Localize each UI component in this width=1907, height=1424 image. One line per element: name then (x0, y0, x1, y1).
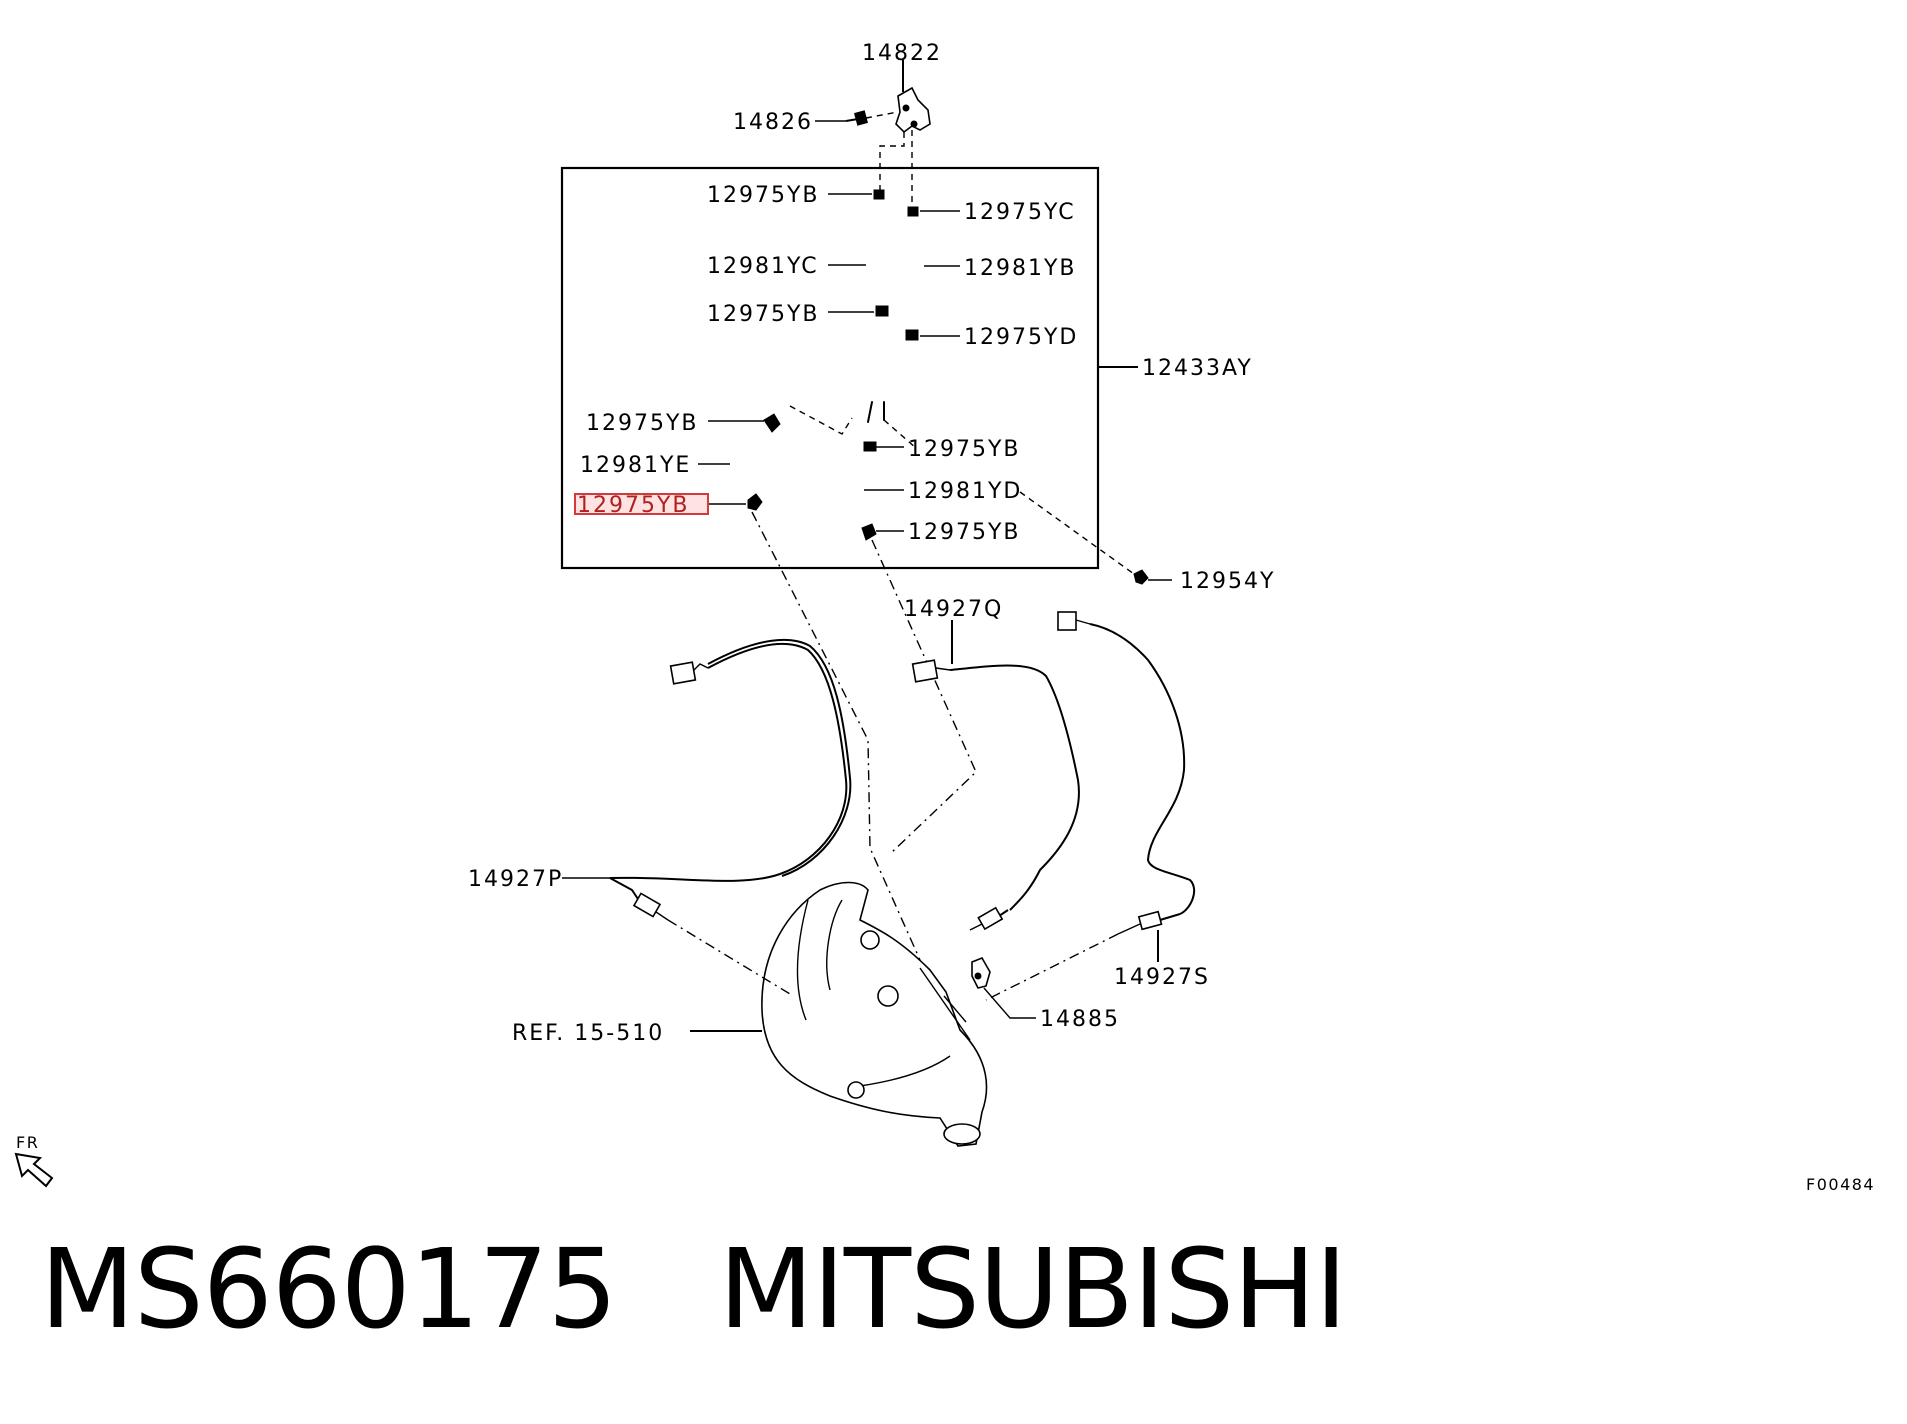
front-arrow-icon (14, 1152, 54, 1188)
clamp-12975YB-highlighted[interactable] (747, 493, 763, 511)
sensor-14927Q[interactable] (911, 659, 1080, 931)
label-12954Y[interactable]: 12954Y (1180, 569, 1275, 594)
label-12981YE[interactable]: 12981YE (580, 453, 691, 478)
label-12975YB-6[interactable]: 12975YB (908, 520, 1021, 545)
bolt-14826[interactable] (845, 110, 868, 126)
clamp-12975YB-upper[interactable] (873, 189, 885, 200)
label-12975YB-highlighted[interactable]: 12975YB (577, 493, 690, 518)
clamp-12975YB-left[interactable] (763, 413, 781, 433)
hose-12981YD[interactable] (848, 475, 867, 503)
label-12981YD[interactable]: 12981YD (908, 479, 1022, 504)
label-12981YC[interactable]: 12981YC (707, 254, 819, 279)
label-12975YB-2[interactable]: 12975YB (707, 302, 820, 327)
sensor-14927S[interactable] (1057, 611, 1196, 935)
label-ref-15-510[interactable]: REF. 15-510 (512, 1021, 664, 1046)
highlight-box (574, 493, 709, 515)
hose-12981YB[interactable] (909, 222, 927, 318)
clamp-12975YB-mid[interactable] (875, 305, 889, 317)
label-12975YC[interactable]: 12975YC (964, 200, 1076, 225)
label-14927S[interactable]: 14927S (1114, 965, 1210, 990)
label-12975YB-3[interactable]: 12975YB (586, 411, 699, 436)
clamp-12975YB-right[interactable] (863, 441, 877, 452)
label-14927P[interactable]: 14927P (468, 867, 563, 892)
footer-part-number: MS660175 (40, 1225, 618, 1353)
label-14927Q[interactable]: 14927Q (904, 597, 1003, 622)
clamp-12975YC[interactable] (907, 206, 919, 217)
label-14826[interactable]: 14826 (733, 110, 813, 135)
label-14822[interactable]: 14822 (862, 41, 942, 66)
figure-code: F00484 (1806, 1175, 1875, 1194)
footer-brand: MITSUBISHI (718, 1225, 1348, 1353)
clamp-12975YB-bottom[interactable] (861, 523, 877, 541)
label-12975YB-4[interactable]: 12975YB (908, 437, 1021, 462)
clamp-12975YD[interactable] (905, 329, 919, 341)
label-12433AY[interactable]: 12433AY (1142, 356, 1253, 381)
hose-12981YE[interactable] (732, 445, 749, 483)
label-14885[interactable]: 14885 (1040, 1007, 1120, 1032)
y-pipe[interactable] (850, 344, 910, 423)
clip-12954Y[interactable] (1133, 569, 1149, 585)
label-12981YB[interactable]: 12981YB (964, 256, 1077, 281)
label-12975YD[interactable]: 12975YD (964, 325, 1078, 350)
hose-12981YC[interactable] (869, 202, 882, 293)
catalytic-converter[interactable] (761, 881, 988, 1147)
footer-spacer (617, 1225, 719, 1353)
sensor-14927P[interactable] (609, 638, 852, 921)
clip-14885[interactable] (971, 956, 991, 989)
label-12975YB-1[interactable]: 12975YB (707, 183, 820, 208)
footer-caption: MS660175 MITSUBISHI (40, 1225, 1348, 1353)
bracket-14822[interactable] (895, 86, 931, 134)
front-marker-label: FR (16, 1133, 39, 1152)
